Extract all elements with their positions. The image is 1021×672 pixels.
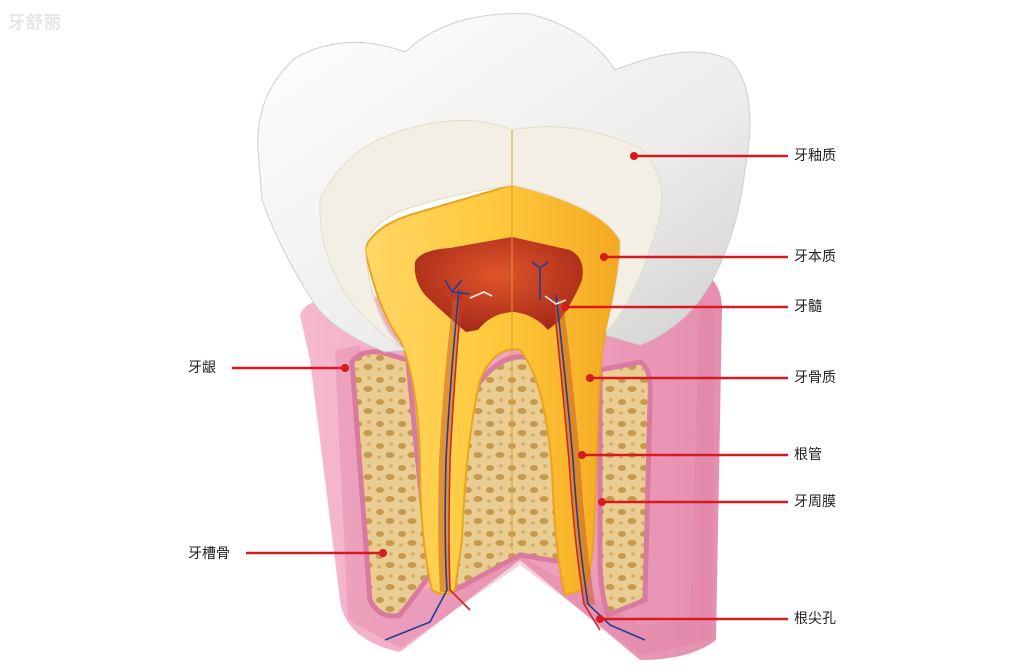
leader-periodontal-ligament-dot — [598, 498, 606, 506]
label-root-canal: 根管 — [794, 447, 822, 463]
label-alveolar-bone: 牙槽骨 — [188, 546, 230, 562]
root-canal-right — [553, 299, 595, 606]
leader-pulp-dot — [561, 303, 569, 311]
nerve-vessels — [384, 261, 646, 641]
enamel-cut-face — [319, 119, 663, 349]
alveolar-bone-right — [597, 359, 653, 619]
leader-root-canal-dot — [578, 451, 586, 459]
label-gingiva: 牙龈 — [188, 360, 216, 376]
label-periodontal-ligament: 牙周膜 — [794, 494, 836, 510]
label-dentin: 牙本质 — [794, 249, 836, 265]
leader-cementum-dot — [586, 374, 594, 382]
label-apical-foramen: 根尖孔 — [794, 611, 836, 627]
leader-alveolar-bone-dot — [379, 549, 387, 557]
leader-enamel-dot — [630, 152, 638, 160]
label-cementum: 牙骨质 — [794, 370, 836, 386]
root-canal-left — [438, 299, 463, 593]
watermark-logo: 牙舒丽 — [8, 13, 62, 33]
label-enamel: 牙釉质 — [794, 148, 836, 164]
leader-apical-foramen-dot — [596, 615, 604, 623]
leader-dentin-dot — [600, 253, 608, 261]
leader-gingiva-dot — [341, 364, 349, 372]
label-pulp: 牙髓 — [794, 299, 822, 315]
